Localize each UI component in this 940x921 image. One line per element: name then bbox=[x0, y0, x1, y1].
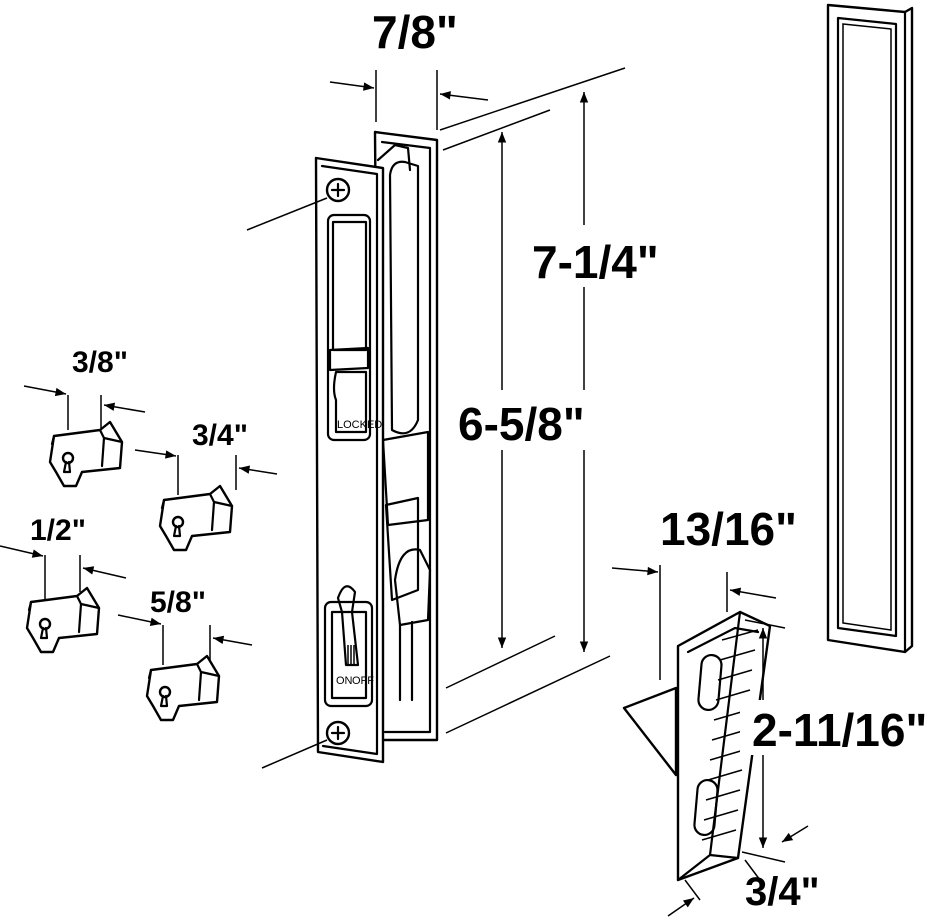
handle-front-plate: LOCKED ON OFF bbox=[314, 156, 385, 764]
dim-keeper-d: 5/8" bbox=[150, 586, 206, 619]
dim-keeper-a: 3/8" bbox=[72, 346, 128, 379]
keeper-5-8: 5/8" bbox=[117, 586, 253, 722]
keeper-1-2: 1/2" bbox=[0, 514, 127, 654]
dim-strike-width: 13/16" bbox=[660, 503, 797, 555]
dim-keeper-b: 3/4" bbox=[192, 419, 248, 452]
screw-icon bbox=[325, 177, 351, 203]
screw-icon bbox=[325, 720, 351, 746]
dim-keeper-c: 1/2" bbox=[30, 514, 86, 547]
locked-label: LOCKED bbox=[337, 419, 382, 431]
trim-strip bbox=[826, 3, 914, 654]
strike-plate bbox=[622, 610, 772, 882]
dim-strike-length: 2-11/16" bbox=[752, 704, 927, 756]
dim-hole-spacing: 6-5/8" bbox=[458, 398, 585, 450]
dim-strike-depth: 3/4" bbox=[745, 870, 820, 914]
handle-back-body bbox=[373, 130, 439, 742]
off-label: OFF bbox=[352, 675, 374, 687]
on-label: ON bbox=[336, 675, 353, 687]
dim-overall-length: 7-1/4" bbox=[532, 236, 659, 288]
dim-handle-width: 7/8" bbox=[372, 6, 458, 58]
keeper-3-8: 3/8" bbox=[23, 346, 146, 488]
extension-lines bbox=[246, 67, 626, 769]
keeper-3-4: 3/4" bbox=[134, 419, 278, 552]
